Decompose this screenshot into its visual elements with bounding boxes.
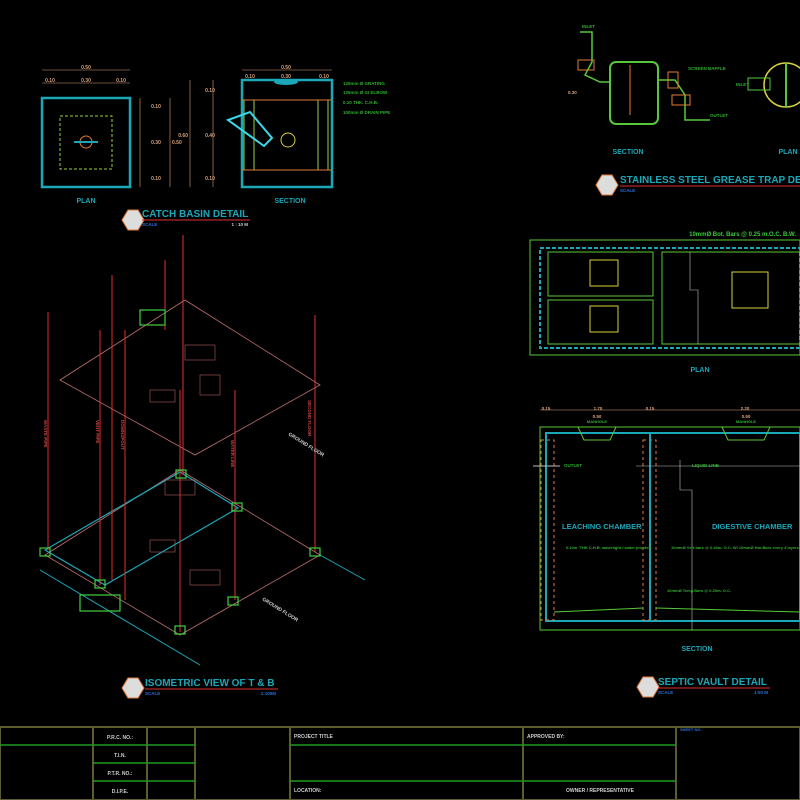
note-text: INLET — [582, 24, 595, 29]
section-label: SECTION — [274, 198, 305, 205]
project-title-label: PROJECT TITLE — [294, 734, 334, 740]
title-block: P.R.C. NO.: T.I.N. P.T.R. NO.: D.I.P.E. … — [0, 726, 800, 800]
note-text: MANHOLE — [587, 419, 608, 424]
scale-label: SCALE — [620, 188, 635, 193]
note-text: 125mm Ø GI ELBOW — [343, 90, 388, 95]
dipe-label: D.I.P.E. — [112, 789, 129, 795]
dim-text: 0.30 — [151, 140, 161, 146]
detail-marker-icon — [121, 677, 145, 699]
sheet-label: SHEET NO. — [680, 727, 702, 732]
note-text: MANHOLE — [736, 419, 757, 424]
note-text: 0.10m. THK C.H.B. watertight / water pro… — [566, 545, 651, 550]
section-label: SECTION — [612, 149, 643, 156]
scale-label: SCALE — [145, 691, 160, 696]
catch-basin-detail: 0.50 0.10 0.30 0.10 0.10 0.30 0.10 0.50 … — [40, 65, 390, 231]
plan-label: PLAN — [778, 149, 797, 156]
note-text: 100mm Ø DRAIN PIPE — [343, 110, 390, 115]
dim-text: 0.50 — [281, 65, 291, 71]
dim-text: 0.10 — [319, 74, 329, 80]
dim-text: 0.50 — [172, 140, 182, 146]
dim-text: 0.10 — [245, 74, 255, 80]
dim-text: 0.10 — [116, 78, 126, 84]
note-text: 10mmØ Vert.bars @ 0.40m. O.C. W/ 10mmØ H… — [671, 545, 800, 550]
pipe-label: WASTE PIPE — [43, 420, 48, 448]
dim-text: 0.50 — [81, 65, 91, 71]
note-text: LIQUID LINE — [692, 463, 719, 468]
prc-no-label: P.R.C. NO.: — [107, 735, 133, 741]
owner-label: OWNER / REPRESENTATIVE — [566, 788, 635, 794]
detail-marker-icon — [595, 174, 619, 196]
chamber-label: LEACHING CHAMBER — [562, 522, 642, 531]
scale-value: 1:100M — [261, 691, 277, 696]
dim-text: 2.20 — [741, 406, 750, 411]
catch-basin-plan: 0.50 0.10 0.30 0.10 0.10 0.30 0.10 0.50 … — [40, 65, 182, 205]
dim-text: 0.10 — [45, 78, 55, 84]
note-text: 10mmØ Temp.Bars @ 0.20m. O.C. — [667, 588, 731, 593]
note-text: SCREEN BAFFLE — [688, 66, 726, 71]
dim-text: 0.50 — [742, 414, 751, 419]
note-text: OUTLET — [564, 463, 582, 468]
pipe-label: DOWNSPOUT — [120, 420, 125, 450]
dim-text: 0.30 — [281, 74, 291, 80]
note-text: INLET — [736, 82, 749, 87]
plan-label: PLAN — [690, 367, 709, 374]
catch-basin-section: 0.50 0.10 0.30 0.10 0.10 0.40 0.10 0.60 … — [178, 65, 390, 205]
dim-text: 0.10 — [205, 88, 215, 94]
dim-text: 0.30 — [81, 78, 91, 84]
dim-text: 0.10 — [151, 176, 161, 182]
floor-label: GROUND FLOOR — [287, 432, 325, 459]
septic-vault-detail: 10mmØ Bot. Bars @ 0.25 m.O.C. B.W. PLAN … — [529, 232, 800, 698]
dim-text: 0.15 — [542, 406, 551, 411]
isometric-view: GROUND FLOOR GROUND FLOOR SECOND FLOOR W… — [39, 235, 366, 699]
dim-text: 0.15 — [646, 406, 655, 411]
plan-label: PLAN — [76, 198, 95, 205]
location-label: LOCATION: — [294, 788, 322, 794]
chamber-label: DIGESTIVE CHAMBER — [712, 522, 793, 531]
detail-title: SEPTIC VAULT DETAIL — [658, 677, 767, 688]
dim-text: 0.60 — [178, 133, 188, 139]
dim-text: 0.30 — [568, 90, 577, 95]
note-text: 125mm Ø GRATING — [343, 81, 385, 86]
ptr-no-label: P.T.R. NO.: — [108, 771, 133, 777]
tin-label: T.I.N. — [114, 753, 126, 759]
detail-marker-icon — [636, 676, 660, 698]
floor-label: GROUND FLOOR — [261, 597, 299, 624]
septic-section: 0.15 1.70 0.50 0.15 2.20 0.50 MANHOLE MA… — [533, 406, 800, 653]
note-text: 0.10 THK. C.H.B. — [343, 100, 378, 105]
dim-text: 0.50 — [593, 414, 602, 419]
scale-label: SCALE — [142, 222, 157, 227]
scale-value: 1:50 M — [754, 690, 768, 695]
pipe-label: WATER LINE — [230, 440, 235, 467]
grease-trap-detail: INLET SCREEN BAFFLE OUTLET INLET 0.30 SE… — [568, 24, 800, 196]
dim-text: 0.10 — [205, 176, 215, 182]
note-text: 10mmØ Bot. Bars @ 0.25 m.O.C. B.W. — [689, 232, 796, 238]
pipe-label: VENT PIPE — [95, 420, 100, 444]
section-label: SECTION — [681, 646, 712, 653]
note-text: OUTLET — [710, 113, 728, 118]
detail-title: ISOMETRIC VIEW OF T & B — [145, 678, 274, 689]
dim-text: 1.70 — [594, 406, 603, 411]
detail-title: CATCH BASIN DETAIL — [142, 209, 248, 220]
catch-basin-title: CATCH BASIN DETAIL SCALE 1 : 10 M — [121, 209, 250, 231]
dim-text: 0.40 — [205, 133, 215, 139]
approved-by-label: APPROVED BY: — [527, 734, 565, 740]
dim-text: 0.10 — [151, 104, 161, 110]
scale-label: SCALE — [658, 690, 673, 695]
scale-value: 1 : 10 M — [231, 222, 248, 227]
septic-plan: 10mmØ Bot. Bars @ 0.25 m.O.C. B.W. PLAN — [529, 232, 800, 374]
detail-title: STAINLESS STEEL GREASE TRAP DETAIL — [620, 175, 800, 186]
floor-label: SECOND FLOOR — [307, 400, 312, 437]
detail-marker-icon — [121, 209, 145, 231]
